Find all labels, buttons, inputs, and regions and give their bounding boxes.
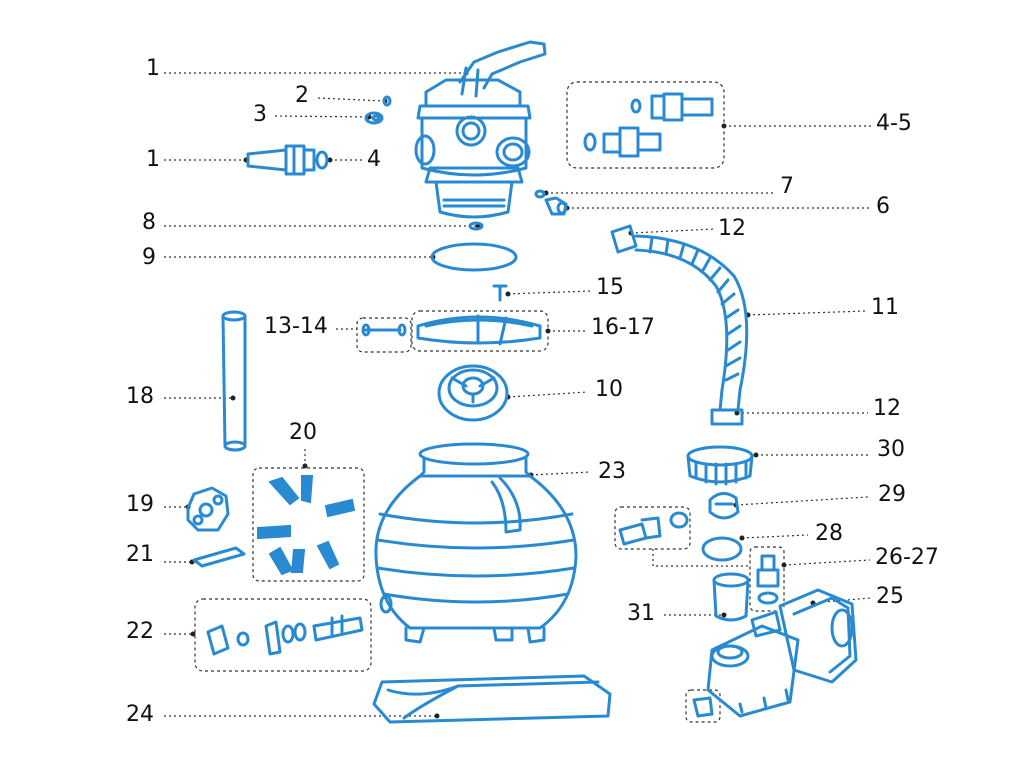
label-28: 28 bbox=[815, 521, 843, 546]
label-12-bottom: 12 bbox=[873, 396, 901, 421]
leader-lines bbox=[164, 70, 872, 719]
o-ring-2 bbox=[382, 95, 392, 107]
hub-19 bbox=[186, 486, 230, 532]
group-box-drain bbox=[685, 689, 721, 723]
label-10: 10 bbox=[595, 377, 623, 402]
label-30: 30 bbox=[877, 437, 905, 462]
hose-connector-set-4-5 bbox=[583, 92, 714, 158]
label-7: 7 bbox=[780, 174, 794, 199]
label-4: 4 bbox=[367, 147, 381, 172]
cap-3 bbox=[364, 111, 384, 125]
label-23: 23 bbox=[598, 459, 626, 484]
tank-23 bbox=[374, 442, 578, 644]
group-box-4-5 bbox=[566, 81, 725, 169]
screw-15 bbox=[492, 284, 508, 302]
label-15: 15 bbox=[596, 275, 624, 300]
label-13-14: 13-14 bbox=[264, 314, 328, 339]
label-11: 11 bbox=[871, 295, 899, 320]
plug-6 bbox=[544, 196, 568, 216]
group-box-20 bbox=[252, 467, 365, 582]
label-6: 6 bbox=[876, 194, 890, 219]
hose-adapter-28 bbox=[618, 511, 743, 562]
o-ring-7 bbox=[534, 189, 546, 199]
label-21: 21 bbox=[126, 542, 154, 567]
group-box-28-left bbox=[614, 506, 691, 550]
multiport-valve bbox=[414, 40, 547, 219]
gasket-21 bbox=[192, 546, 246, 568]
clamp-16-17 bbox=[416, 314, 542, 346]
label-19: 19 bbox=[126, 492, 154, 517]
label-25: 25 bbox=[876, 584, 904, 609]
hose-11 bbox=[610, 224, 749, 426]
hose-connector-left bbox=[246, 144, 329, 176]
label-12-top: 12 bbox=[718, 216, 746, 241]
label-22: 22 bbox=[126, 619, 154, 644]
label-24: 24 bbox=[126, 702, 154, 727]
fittings-26-27 bbox=[756, 554, 780, 605]
label-26-27: 26-27 bbox=[875, 545, 939, 570]
label-2: 2 bbox=[295, 83, 309, 108]
laterals-20 bbox=[257, 475, 356, 576]
strainer-basket-31 bbox=[712, 572, 750, 622]
standpipe-18 bbox=[221, 310, 247, 452]
group-box-13-14 bbox=[356, 317, 412, 353]
cover-29 bbox=[708, 492, 740, 520]
ground-cloth-24 bbox=[372, 674, 612, 724]
label-16-17: 16-17 bbox=[591, 315, 655, 340]
pump-25 bbox=[692, 588, 858, 718]
label-8: 8 bbox=[142, 210, 156, 235]
diffuser-10 bbox=[437, 364, 509, 422]
o-ring-8 bbox=[468, 221, 484, 231]
label-3: 3 bbox=[253, 102, 267, 127]
label-31: 31 bbox=[627, 601, 655, 626]
label-9: 9 bbox=[142, 245, 156, 270]
label-4-5: 4-5 bbox=[876, 111, 912, 136]
o-ring-9 bbox=[430, 242, 518, 272]
label-18: 18 bbox=[126, 384, 154, 409]
group-box-22 bbox=[194, 598, 372, 672]
drain-assembly-22 bbox=[206, 614, 364, 656]
label-29: 29 bbox=[878, 482, 906, 507]
label-1-left: 1 bbox=[146, 147, 160, 172]
group-box-26-27 bbox=[749, 546, 785, 612]
label-20: 20 bbox=[289, 420, 317, 445]
label-1-top: 1 bbox=[146, 56, 160, 81]
lid-30 bbox=[686, 445, 754, 486]
bolt-13-14 bbox=[361, 323, 407, 337]
